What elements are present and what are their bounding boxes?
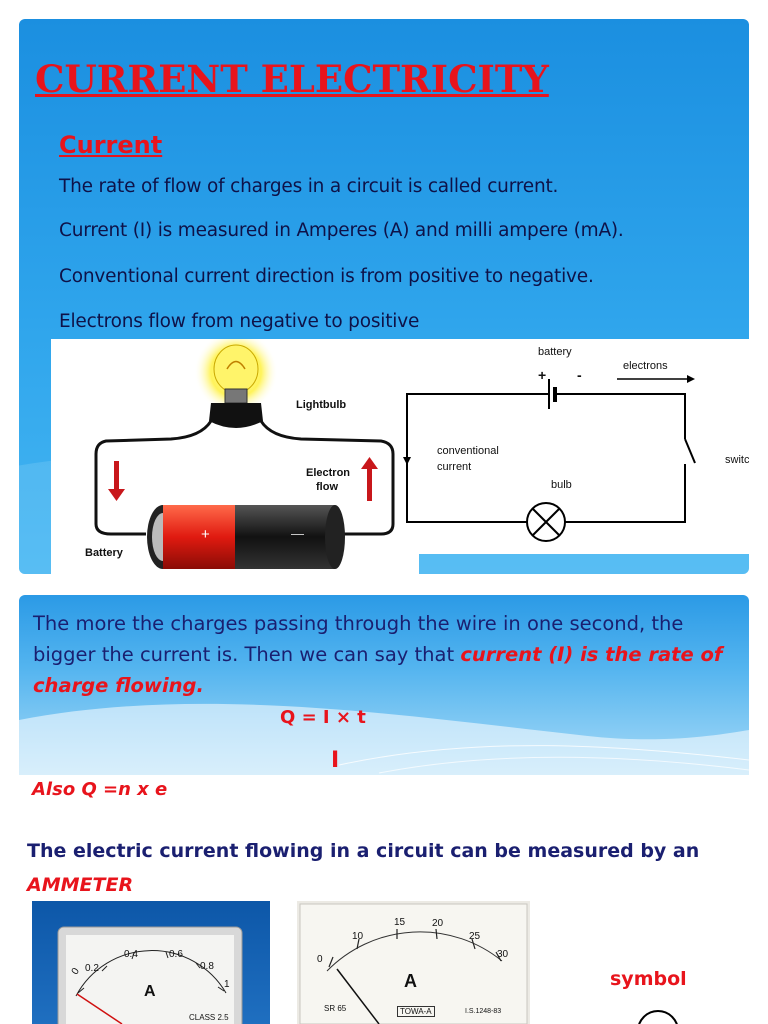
battery-minus: — — [291, 526, 304, 541]
conventional-label-2: current — [437, 461, 472, 473]
switch-label: switch — [725, 454, 749, 466]
electron-flow-label-2: flow — [316, 481, 338, 493]
ammeter-photo-2: 0 10 15 20 25 30 A SR 65 TOWA-A I.S.1248… — [297, 901, 530, 1024]
electrons-label: electrons — [623, 360, 668, 372]
meter1-unit: A — [144, 983, 156, 1000]
battery-label: Battery — [85, 547, 123, 559]
meter2-tick-10: 10 — [352, 931, 364, 942]
definition-line: The rate of flow of charges in a circuit… — [59, 176, 559, 197]
ammeter-dial-1 — [57, 926, 243, 1024]
battery-plus: + — [201, 526, 210, 543]
meter1-tick-08: 0.8 — [200, 961, 214, 972]
electron-flow-label-1: Electron — [306, 467, 351, 479]
paragraph-highlight: current (I) is the rate of charge flowin… — [33, 643, 723, 697]
slide-ammeter-header — [19, 595, 749, 775]
lightbulb-circuit-figure: Lightbulb Electron flow Battery + — — [51, 330, 419, 574]
units-line: Current (I) is measured in Amperes (A) a… — [59, 220, 624, 241]
conventional-label-1: conventional — [437, 445, 499, 457]
meter1-class: CLASS 2.5 — [189, 1013, 229, 1022]
paragraph-text: The more the charges passing through the… — [33, 612, 684, 666]
meter2-tick-25: 25 — [469, 931, 481, 942]
meter2-brand: TOWA-A — [397, 1006, 435, 1017]
ammeter-sentence: The electric current flowing in a circui… — [27, 840, 700, 862]
electron-charge-formula: Also Q =n x e — [32, 779, 168, 800]
section-heading: Current — [59, 131, 163, 159]
meter2-tick-15: 15 — [394, 917, 406, 928]
electron-line: Electrons flow from negative to positive — [59, 311, 420, 332]
bulb-label: bulb — [551, 479, 572, 491]
meter2-standard: I.S.1248-83 — [465, 1008, 502, 1015]
schematic-plus: + — [538, 367, 547, 383]
meter1-tick-06: 0.6 — [169, 949, 183, 960]
decorative-wave — [19, 703, 749, 775]
meter1-tick-1: 1 — [224, 979, 230, 990]
battery-schematic-label: battery — [538, 346, 572, 358]
ammeter-dial-2 — [299, 903, 528, 1024]
meter2-tick-30: 30 — [497, 949, 509, 960]
schematic-circuit-figure: battery + - electrons conventional curre… — [397, 339, 749, 554]
conventional-line: Conventional current direction is from p… — [59, 266, 594, 287]
circuit-drawing — [94, 330, 395, 569]
charge-rate-paragraph: The more the charges passing through the… — [33, 608, 733, 701]
schematic-drawing — [403, 375, 696, 542]
lightbulb-label: Lightbulb — [296, 399, 347, 411]
slide-current-electricity: CURRENT ELECTRICITY Current The rate of … — [19, 19, 749, 574]
meter2-tick-0: 0 — [317, 954, 323, 965]
slide-title: CURRENT ELECTRICITY — [35, 57, 549, 101]
meter2-unit: A — [404, 971, 417, 991]
meter2-tick-20: 20 — [432, 918, 444, 929]
ammeter-word: AMMETER — [27, 874, 134, 896]
symbol-label: symbol — [610, 968, 687, 990]
meter2-model: SR 65 — [324, 1004, 347, 1013]
meter1-tick-04: 0.4 — [124, 949, 138, 960]
schematic-minus: - — [577, 367, 582, 383]
charge-formula: Q = I × t — [280, 707, 366, 728]
meter1-tick-02: 0.2 — [85, 963, 99, 974]
ammeter-photo-1: 0 0.2 0.4 0.6 0.8 1 A CLASS 2.5 — [32, 901, 270, 1024]
formula-current-symbol: I — [331, 748, 340, 773]
